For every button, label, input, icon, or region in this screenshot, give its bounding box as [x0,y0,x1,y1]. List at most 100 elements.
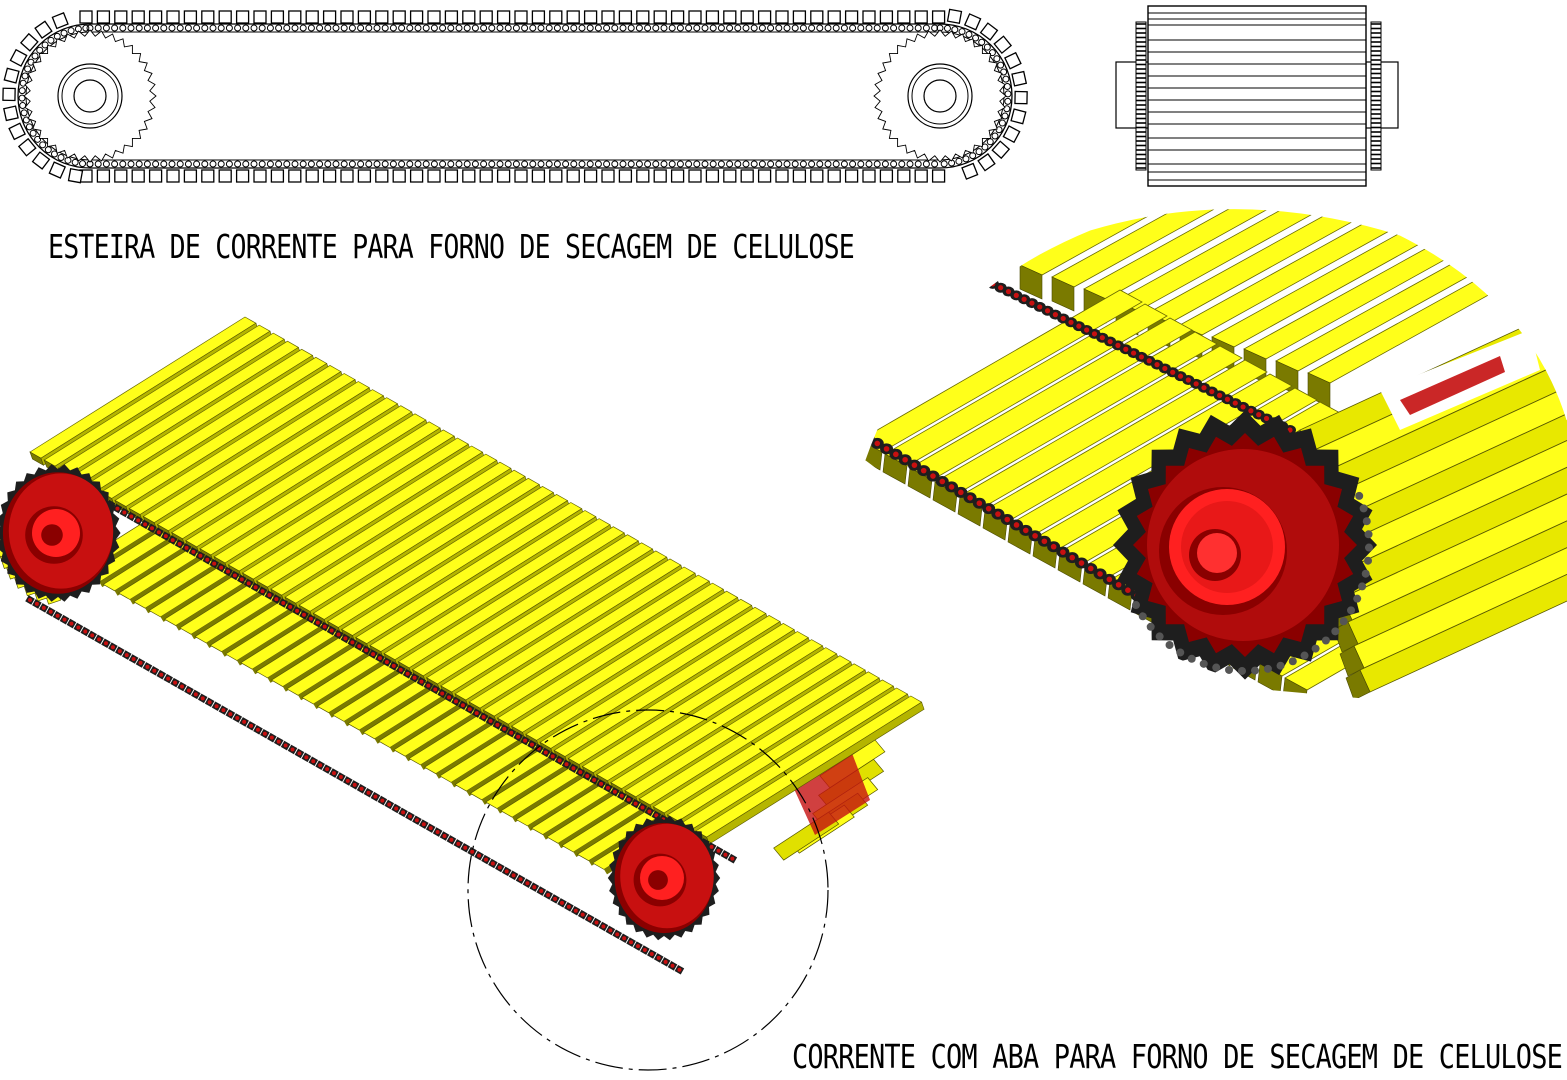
chain-link [890,24,898,32]
flap-bottom [601,169,615,183]
detail-chain-roller-lower [1060,549,1066,555]
chain-roller-lower [173,680,178,685]
detail-chain-roller-lower [920,467,927,474]
chain-link [135,160,143,168]
chain-roller-lower [635,944,640,949]
chain-link [586,24,594,32]
detail-chain-roller [1021,296,1027,302]
detail-sprocket-roller [1225,665,1234,674]
chain-roller-lower [228,712,233,717]
chain-roller [495,722,500,727]
chain-link [824,160,832,168]
detail-sprocket-roller [1276,661,1285,670]
chain-link [250,24,258,32]
flap-top [514,10,528,24]
chain-link [193,160,201,168]
chain-link [348,24,356,32]
sprocket-hub-ring [911,67,969,125]
detail-chain-roller-lower [930,473,936,479]
detail-chain-roller [1170,369,1176,375]
flap-arc [963,13,982,31]
chain-roller-lower [421,822,426,827]
chain-link [726,160,734,168]
chain-roller [474,711,479,716]
chain-link [57,154,65,162]
chain-roller [723,852,728,857]
chain-link [94,24,102,32]
chain-roller [578,770,583,775]
flap-bottom [340,169,354,183]
detail-slat-back-cap [1051,276,1075,312]
flap-top [305,10,319,24]
chain-roller [198,553,203,558]
chain-link [324,24,332,32]
chain-roller [419,679,424,684]
chain-roller-lower [325,767,330,772]
chain-link [993,55,1001,63]
chain-link [143,24,151,32]
chain-roller [599,781,604,786]
chain-roller [605,785,610,790]
chain-roller [308,616,313,621]
detail-sprocket-roller [1288,657,1297,666]
chain-link [439,160,447,168]
chain-link [562,160,570,168]
chain-roller [626,797,631,802]
chain-roller [509,730,514,735]
detail-sprocket-roller [1347,606,1356,615]
chain-link [1003,82,1011,90]
detail-view-outline [864,208,1567,461]
chain-roller [170,538,175,543]
chain-roller-lower [83,629,88,634]
chain-roller [453,699,458,704]
chain-link [1000,68,1008,76]
chain-link [47,36,55,44]
chain-roller-lower [193,692,198,697]
detail-bore-inner [1197,533,1237,573]
chain-roller-lower [656,955,661,960]
flap-bottom [844,169,859,183]
chain-link [18,94,26,102]
chain-link [635,24,643,32]
chain-link [152,160,160,168]
chain-link [644,160,652,168]
chain-roller [129,514,134,519]
chain-link [931,160,939,168]
chain-link [512,24,520,32]
flap-top [114,10,128,24]
chain-roller [246,581,251,586]
detail-chain-roller-lower [995,511,1001,517]
chain-roller-lower [449,837,454,842]
chain-link [758,24,766,32]
detail-chain-roller [1193,381,1199,387]
chain-roller-lower [587,916,592,921]
chain-roller [357,644,362,649]
chain-link [975,148,983,156]
chain-link [521,160,529,168]
chain-roller-lower [69,621,74,626]
chain-link [291,24,299,32]
chain-link [348,160,356,168]
chain-link [307,24,315,32]
detail-chain-roller-lower [874,440,881,447]
chain-link [316,160,324,168]
detail-chain-roller-lower [948,484,955,490]
chain-link [840,160,848,168]
detail-sprocket-roller [1358,582,1367,591]
chain-link [471,160,479,168]
chain-link [594,160,602,168]
flap-top [496,10,511,24]
chain-link [496,160,504,168]
flap-bottom [549,169,563,183]
chain-roller-lower [290,747,295,752]
chain-link [422,160,430,168]
chain-roller-lower [90,633,95,638]
detail-chain-roller-lower [893,451,899,458]
detail-chain-roller-lower [1115,581,1122,588]
chain-roller [260,589,265,594]
chain-roller [398,667,403,672]
detail-chain-roller [1076,323,1082,329]
chain-link [940,160,948,168]
detail-chain-roller-lower [883,446,890,452]
